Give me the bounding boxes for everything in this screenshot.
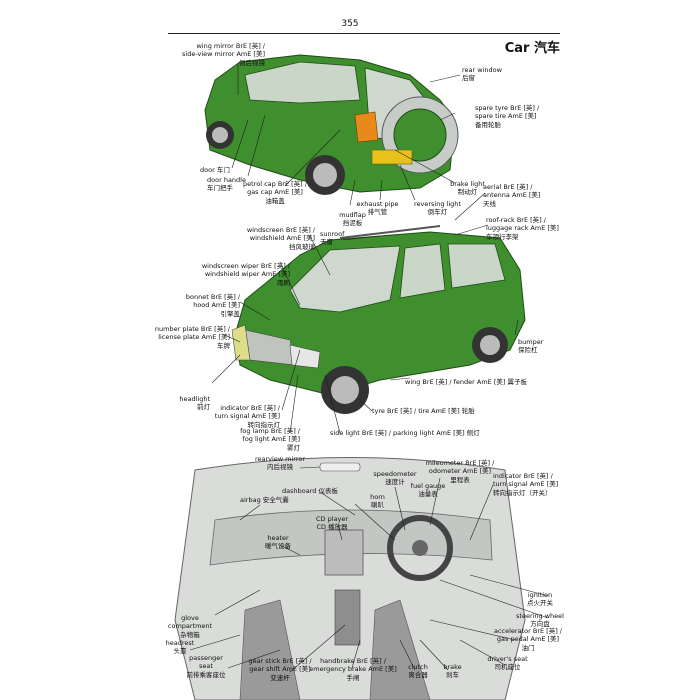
- label-wing-mirror: wing mirror BrE [英] / side-view mirror A…: [182, 42, 265, 67]
- label-brake-light: brake light 制动灯: [450, 180, 485, 197]
- label-door: door 车门: [200, 166, 230, 174]
- label-bonnet: bonnet BrE [英] / hood AmE [美] 引擎盖: [185, 293, 240, 318]
- label-door-handle: door handle 车门把手: [207, 176, 246, 193]
- label-handbrake: handbrake BrE [英] / emergency brake AmE …: [309, 657, 397, 682]
- label-ignition: ignition 点火开关: [527, 591, 553, 608]
- car-interior-illustration: [174, 457, 526, 700]
- label-airbag: airbag 安全气囊: [240, 496, 289, 504]
- label-spare-tyre: spare tyre BrE [英] / spare tire AmE [美] …: [475, 104, 540, 129]
- label-drivers-seat: driver's seat 司机座位: [487, 655, 528, 672]
- car-rear-view-illustration: [204, 54, 459, 195]
- leader-lines: [189, 63, 549, 673]
- label-steering-wheel: steering wheel 方向盘: [516, 612, 564, 629]
- label-petrol-cap: petrol cap BrE [英] / gas cap AmE [美] 油箱盖: [243, 180, 307, 205]
- label-horn: horn 喇叭: [370, 493, 385, 510]
- label-fog-lamp: fog lamp BrE [英] / fog light AmE [美] 雾灯: [240, 427, 300, 452]
- label-reversing-light: reversing light 倒车灯: [414, 200, 461, 217]
- label-fuel-gauge: fuel gauge 油量表: [410, 482, 446, 499]
- label-accelerator: accelerator BrE [英] / gas pedal AmE [美] …: [494, 627, 562, 652]
- page-number: 355: [341, 19, 359, 29]
- label-brake: brake 刹车: [443, 663, 462, 680]
- label-indicator-inside: indicator BrE [英] / turn signal AmE [美] …: [493, 472, 559, 497]
- label-gear-stick: gear stick BrE [英] / gear shift AmE [美] …: [248, 657, 312, 682]
- label-clutch: clutch 离合器: [408, 663, 428, 680]
- label-indicator-front: indicator BrE [英] / turn signal AmE [美] …: [214, 404, 280, 429]
- label-aerial: aerial BrE [英] / antenna AmE [美] 天线: [483, 183, 541, 208]
- label-cd-player: CD player CD 播放器: [315, 515, 349, 532]
- label-windscreen-wiper: windscreen wiper BrE [英] / windshield wi…: [201, 262, 290, 287]
- label-headrest: headrest 头靠: [165, 639, 195, 656]
- label-exhaust-pipe: exhaust pipe 排气管: [356, 200, 399, 217]
- label-rear-window: rear window 后窗: [462, 66, 502, 83]
- label-dashboard: dashboard 仪表板: [282, 487, 338, 495]
- label-mudflap: mudflap 挡泥板: [339, 211, 366, 228]
- label-roof-rack: roof-rack BrE [英] / luggage rack AmE [美]…: [486, 216, 559, 241]
- label-wing: wing BrE [英] / fender AmE [美] 翼子板: [405, 378, 527, 386]
- page-title: Car 汽车: [504, 41, 560, 56]
- car-front-view-illustration: [231, 225, 526, 414]
- label-glove-compartment: glove compartment 杂物箱: [167, 614, 213, 639]
- label-sunroof: sunroof 天窗: [320, 230, 345, 247]
- label-heater: heater 暖气设备: [265, 534, 291, 551]
- label-speedometer: speedometer 速度计: [373, 470, 417, 487]
- label-passenger-seat: passenger seat 前排乘客座位: [186, 654, 226, 679]
- label-side-light: side light BrE [英] / parking light AmE […: [330, 429, 480, 437]
- label-bumper: bumper 保险杠: [518, 338, 544, 355]
- header-rule: [168, 33, 560, 34]
- label-windscreen: windscreen BrE [英] / windshield AmE [美] …: [246, 226, 315, 251]
- label-tyre: tyre BrE [英] / tire AmE [美] 轮胎: [372, 407, 475, 415]
- label-number-plate: number plate BrE [英] / license plate AmE…: [154, 325, 230, 350]
- label-rearview-mirror: rearview mirror 内后视镜: [254, 455, 306, 472]
- label-mileometer: mileometer BrE [英] / odometer AmE [美] 里程…: [425, 459, 495, 484]
- label-headlight: headlight 前灯: [179, 395, 210, 412]
